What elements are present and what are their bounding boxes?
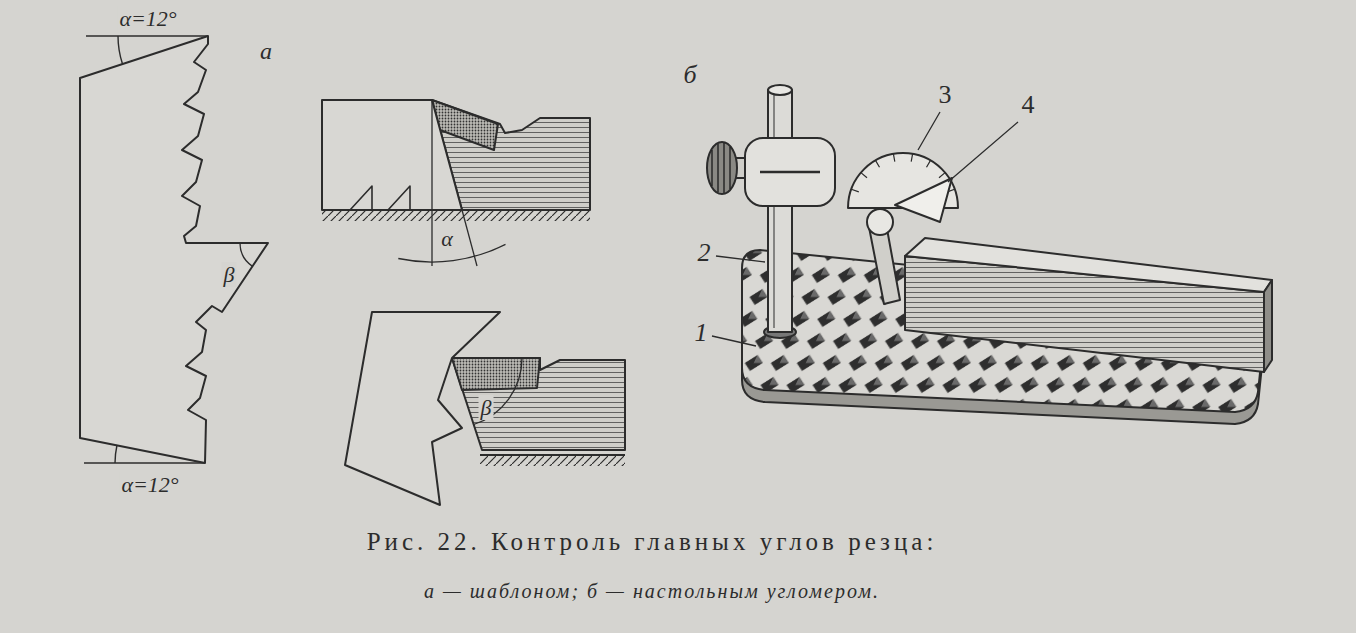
prism-end	[1264, 280, 1272, 372]
template-block	[345, 312, 500, 505]
column	[768, 90, 792, 332]
subcaption: а — шаблоном; б — настольным угломером.	[422, 580, 882, 603]
pivot	[867, 209, 893, 235]
knob	[707, 142, 737, 194]
callout-number: 2	[696, 238, 713, 268]
template-figure	[80, 36, 268, 463]
reference-line	[86, 35, 208, 36]
callout-number: 4	[1020, 90, 1037, 120]
column-top	[768, 85, 792, 95]
template-outline	[80, 36, 268, 463]
plate-grid	[730, 240, 1290, 430]
prism-top	[905, 238, 1272, 292]
angle-label: α	[439, 226, 455, 251]
relief-check-figure	[322, 100, 590, 266]
template-block	[322, 100, 462, 210]
wedge-check-figure	[345, 312, 625, 505]
clamp-slot	[760, 171, 820, 174]
ground-hatch	[322, 210, 590, 221]
cutter-insert	[452, 358, 540, 390]
angle-arc	[115, 445, 117, 463]
view-letter: б	[681, 60, 698, 90]
angle-label: α=12°	[119, 472, 180, 497]
view-letter: а	[258, 38, 274, 66]
angle-arc	[118, 36, 123, 64]
ground-hatch	[480, 455, 625, 466]
pointer-arm	[895, 178, 952, 222]
reference-line	[431, 100, 432, 266]
angle-arc	[240, 243, 253, 266]
clamp	[745, 138, 835, 206]
callout-number: 3	[937, 80, 954, 110]
goniometer-figure	[707, 85, 1290, 430]
angle-arc	[474, 358, 522, 425]
callout-number: 1	[693, 318, 710, 348]
template-teeth	[350, 186, 410, 210]
reference-line	[84, 462, 205, 463]
leader-lines	[712, 112, 1018, 346]
knob-knurl	[712, 143, 730, 193]
angle-label: β	[479, 395, 494, 420]
angle-label: α=12°	[117, 6, 178, 31]
column-shade	[774, 95, 775, 328]
ground-line	[480, 454, 625, 456]
angle-label: β	[222, 262, 237, 287]
ground-line	[322, 209, 590, 211]
cutter-body	[452, 358, 625, 450]
figure-caption: Рис. 22. Контроль главных углов резца:	[365, 528, 940, 557]
